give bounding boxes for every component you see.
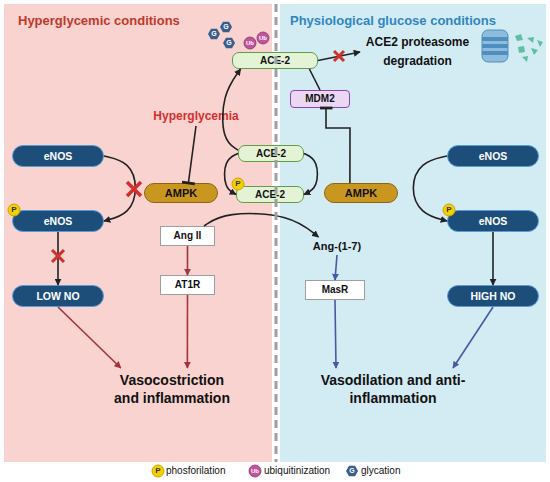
enzyme-pill: eNOS (447, 210, 539, 232)
mark-letter: G (344, 466, 360, 476)
legend-entry: ubiquitinization (264, 465, 330, 477)
kinase-pill: AMPK (144, 183, 218, 203)
node-text: AMPK (165, 187, 197, 200)
protein-box: MDM2 (290, 90, 350, 108)
receptor-box: AT1R (160, 275, 215, 295)
mark-letter: G (218, 22, 234, 32)
node-text: Ang-(1-7) (313, 240, 361, 253)
enzyme-pill: eNOS (12, 210, 104, 232)
kinase-pill: AMPK (324, 183, 398, 203)
output-pill: LOW NO (12, 285, 104, 307)
condition-panel: Physiological glucose conditionsACE2 pro… (280, 4, 546, 462)
condition-panel: Hyperglycemic conditions eNOS AMPK Hypergly… (4, 4, 272, 462)
node-text: Vasocostriction and inflammation (108, 371, 236, 407)
mark-letter: Ub (247, 466, 263, 476)
receptor-box: MasR (305, 280, 365, 300)
mark-letter: G (221, 38, 237, 48)
protein-box: ACE-2 (232, 52, 318, 69)
node-text: eNOS (44, 150, 73, 162)
node-text: ACE-2 (255, 189, 285, 201)
panel-title: Physiological glucose conditions (280, 4, 546, 29)
enzyme-pill: eNOS (12, 145, 104, 167)
node-text: eNOS (479, 215, 508, 227)
mark-letter: P (441, 205, 457, 215)
mark-letter: Ub (242, 38, 258, 48)
condition-text: Hyperglycemia (148, 108, 244, 126)
node-text: LOW NO (36, 290, 79, 302)
node-text: Vasodilation and anti-inflammation (318, 371, 468, 407)
outcome-text: Vasodilation and anti-inflammation (318, 368, 468, 410)
outcome-text: Vasocostriction and inflammation (108, 368, 236, 410)
protein-box: ACE-2 (236, 186, 304, 203)
mark-letter: Ub (255, 33, 271, 43)
node-text: MDM2 (305, 93, 334, 105)
legend-text: glycation (361, 465, 400, 476)
legend-entry: phosforilation (166, 465, 225, 477)
mark-letter: P (6, 205, 22, 215)
node-text: ACE-2 (260, 55, 290, 67)
mark-letter: P (150, 466, 166, 476)
legend-entry: glycation (361, 465, 400, 477)
legend-text: phosforilation (166, 465, 225, 476)
divider-line (275, 4, 278, 462)
mark-letter: G (206, 29, 222, 39)
peptide-text: Ang-(1-7) (300, 237, 374, 255)
mark-letter: P (230, 179, 246, 189)
peptide-box: Ang II (160, 226, 215, 246)
node-text: Ang II (174, 230, 202, 242)
protein-box: ACE-2 (238, 145, 304, 162)
node-text: AMPK (345, 187, 377, 200)
output-pill: HIGH NO (447, 285, 539, 307)
panel-title: Hyperglycemic conditions (4, 4, 272, 29)
node-text: Hyperglycemia (153, 110, 238, 124)
node-text: eNOS (44, 215, 73, 227)
node-text: AT1R (175, 279, 200, 291)
node-text: HIGH NO (471, 290, 516, 302)
node-text: ACE2 proteasome degradation (360, 33, 475, 70)
legend-text: ubiquitinization (264, 465, 330, 476)
enzyme-pill: eNOS (447, 145, 539, 167)
node-text: MasR (322, 284, 349, 296)
process-text: ACE2 proteasome degradation (360, 34, 475, 70)
node-text: ACE-2 (256, 148, 286, 160)
node-text: eNOS (479, 150, 508, 162)
